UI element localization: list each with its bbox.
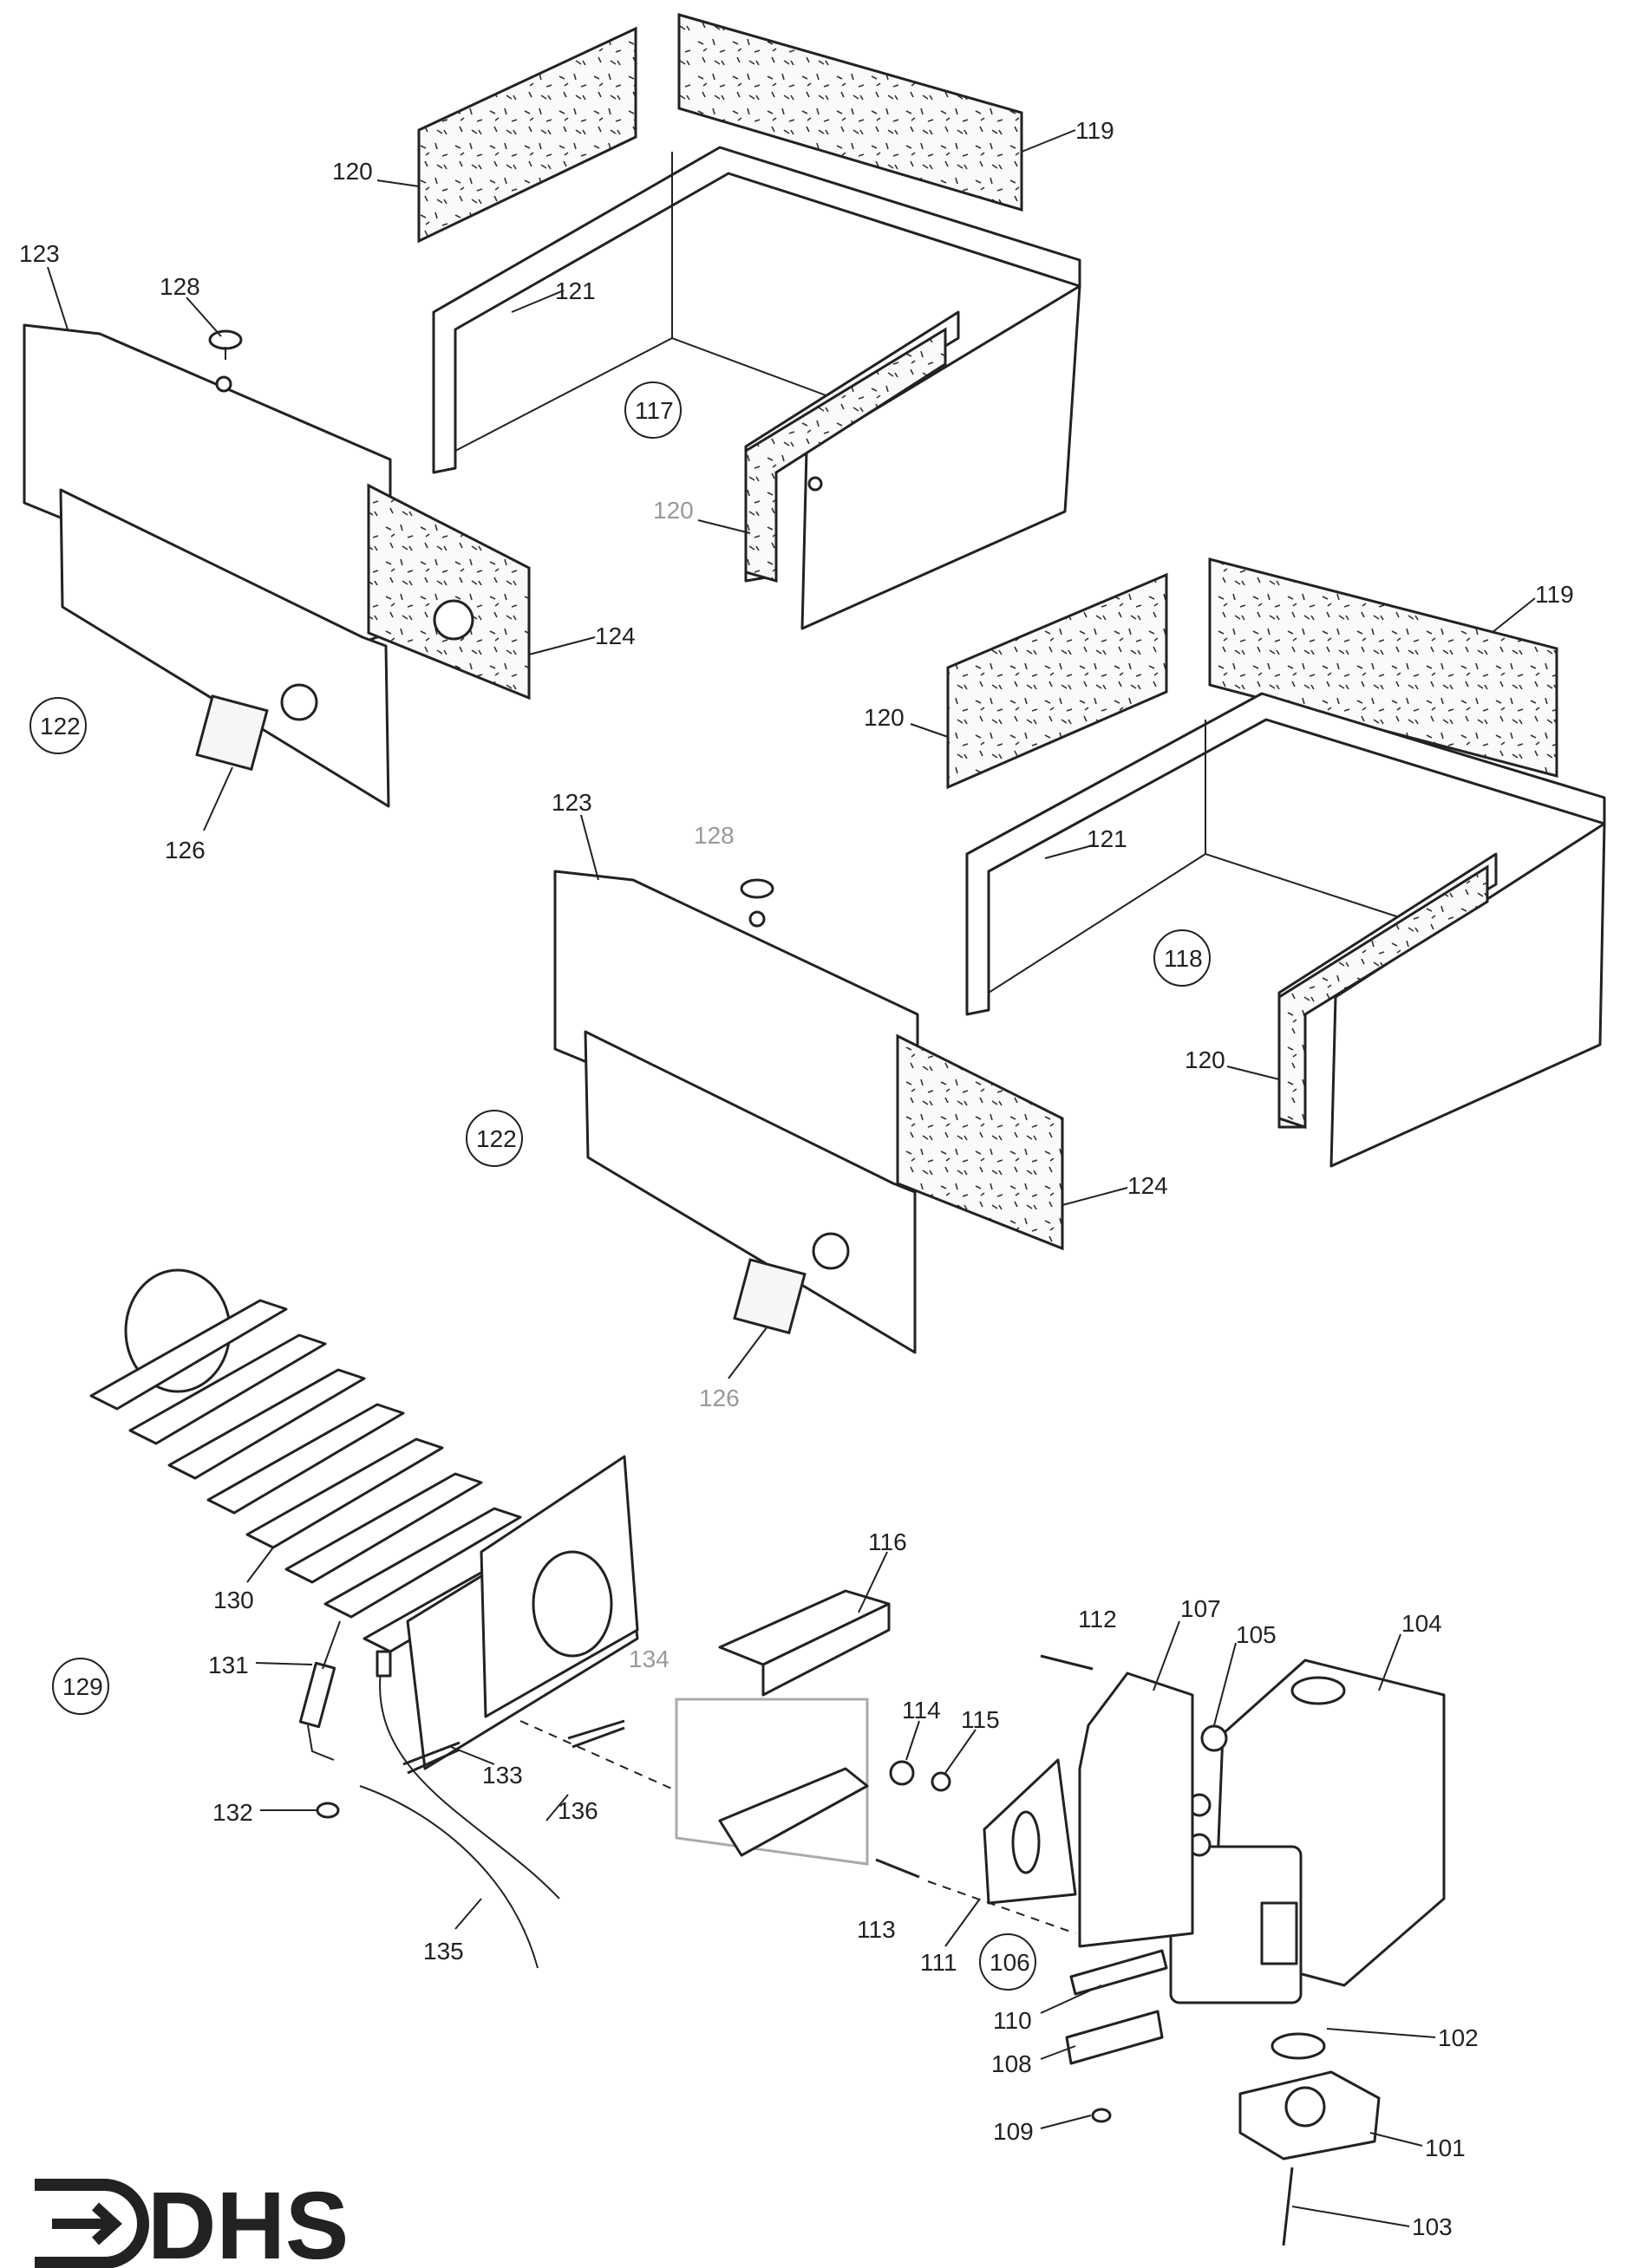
callout-115: 115 [961, 1706, 1000, 1733]
callout-122: 122 [40, 713, 81, 740]
lead-135 [359, 1785, 539, 1969]
callout-circle [1153, 929, 1211, 987]
screw-109 [1091, 2108, 1112, 2123]
callout-119: 119 [1535, 581, 1574, 608]
callout-101: 101 [1425, 2134, 1466, 2161]
callout-122: 122 [476, 1125, 517, 1152]
callout-114: 114 [902, 1697, 941, 1724]
callout-108: 108 [991, 2050, 1032, 2077]
callout-111: 111 [920, 1949, 957, 1976]
callout-126: 126 [165, 837, 206, 864]
logo-text: DHS [147, 2173, 349, 2268]
callout-118: 118 [1164, 945, 1203, 972]
callout-105: 105 [1236, 1621, 1277, 1648]
callout-120: 120 [332, 158, 373, 185]
nut-114 [889, 1760, 915, 1786]
callout-128: 128 [160, 273, 200, 300]
front-panel-122-upper [23, 323, 531, 808]
callout-120: 120 [653, 497, 694, 524]
o-ring-105 [1200, 1724, 1228, 1752]
screw-112 [1040, 1654, 1094, 1671]
screw-132 [316, 1802, 340, 1819]
plate-108 [1065, 2010, 1164, 2065]
callout-circle [979, 1933, 1036, 1991]
callout-132: 132 [212, 1799, 253, 1826]
callout-119: 119 [1075, 117, 1114, 144]
insulation-panel-119-right [1208, 557, 1558, 778]
dhs-logo: DHS [35, 2173, 349, 2268]
connector [376, 1650, 392, 1678]
callout-106: 106 [990, 1949, 1030, 1976]
washer-115 [931, 1771, 951, 1792]
screw-103 [1282, 2167, 1294, 2246]
insulation-panel-120-right [946, 572, 1168, 790]
insulation-panel-120 [417, 26, 637, 244]
callout-130: 130 [213, 1587, 254, 1613]
callout-110: 110 [993, 2007, 1032, 2034]
callout-135: 135 [423, 1938, 464, 1965]
callout-123: 123 [552, 789, 592, 816]
gasket-110 [1069, 1949, 1168, 1996]
screw-134 [567, 1719, 625, 1749]
leader-lines [47, 129, 1536, 2227]
combustion-chamber-118 [965, 692, 1606, 1168]
callout-109: 109 [993, 2118, 1034, 2145]
callout-126: 126 [699, 1385, 740, 1411]
callout-104: 104 [1401, 1610, 1442, 1637]
callout-113: 113 [857, 1916, 896, 1943]
callout-circle [52, 1658, 109, 1715]
callout-121: 121 [555, 277, 596, 304]
front-panel-122-lower [553, 870, 1064, 1354]
callout-120: 120 [1185, 1046, 1225, 1073]
insulation-panel-119 [677, 13, 1023, 212]
callout-131: 131 [208, 1652, 249, 1678]
callout-circle [466, 1110, 523, 1167]
callout-129: 129 [62, 1673, 103, 1700]
callout-circle [624, 381, 682, 439]
gas-valve-104 [1169, 1659, 1446, 2004]
callout-107: 107 [1180, 1595, 1221, 1622]
callout-124: 124 [1127, 1172, 1168, 1199]
callout-124: 124 [595, 622, 636, 649]
lead-136 [379, 1664, 560, 1900]
callout-120: 120 [864, 704, 905, 731]
callout-103: 103 [1412, 2213, 1453, 2240]
callout-117: 117 [635, 397, 674, 424]
callout-123: 123 [19, 240, 60, 267]
callout-134: 134 [629, 1646, 670, 1672]
screw-133 [402, 1741, 461, 1775]
callout-circle [29, 697, 87, 754]
combustion-chamber-117 [432, 146, 1081, 630]
callout-102: 102 [1438, 2024, 1479, 2051]
bracket-116 [675, 1589, 891, 1866]
callout-133: 133 [482, 1762, 523, 1789]
callout-136: 136 [558, 1797, 598, 1824]
o-ring-102 [1270, 2032, 1326, 2060]
electrode-131 [298, 1620, 341, 1761]
screw-113 [875, 1858, 920, 1879]
bracket-107 [1078, 1672, 1194, 1948]
callout-121: 121 [1087, 825, 1127, 852]
burner-130 [89, 1268, 639, 1770]
callout-128: 128 [694, 822, 735, 849]
callout-116: 116 [868, 1528, 907, 1555]
callout-112: 112 [1078, 1606, 1117, 1633]
screw-128 [208, 329, 243, 360]
